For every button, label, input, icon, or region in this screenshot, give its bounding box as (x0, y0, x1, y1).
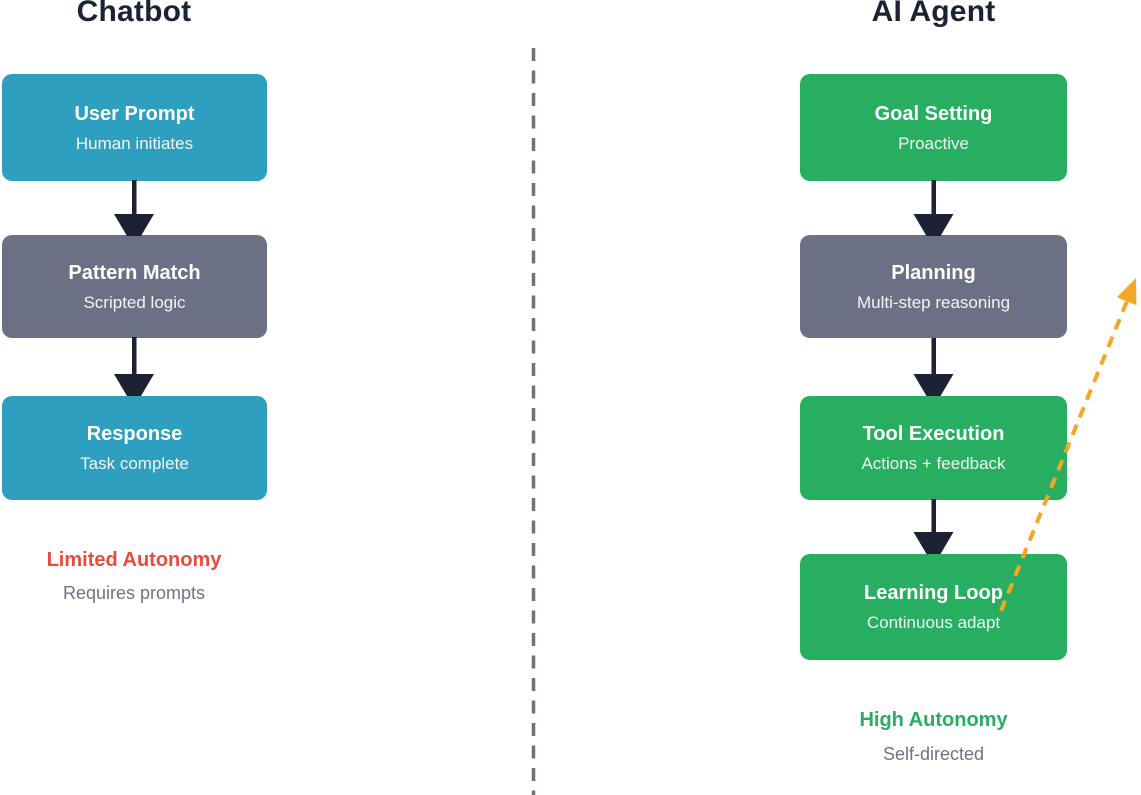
node-title: Pattern Match (68, 261, 201, 284)
node-title: Learning Loop (864, 582, 1003, 604)
requires-prompts-label: Requires prompts (62, 583, 206, 603)
arrow-down-icon (913, 338, 954, 396)
node-response: Response Task complete (2, 396, 267, 500)
node-subtitle: Scripted logic (83, 292, 186, 312)
node-title: Planning (891, 261, 976, 284)
node-learning-loop: Learning Loop Continuous adapt (800, 554, 1067, 660)
node-pattern-match: Pattern Match Scripted logic (2, 235, 267, 338)
node-title: Goal Setting (874, 102, 993, 125)
arrow-down-icon (114, 337, 154, 396)
limited-autonomy-label: Limited Autonomy (46, 549, 222, 571)
node-subtitle: Continuous adapt (866, 613, 1001, 632)
node-subtitle: Proactive (898, 133, 969, 153)
arrow-down-icon (913, 180, 954, 236)
node-title: Tool Execution (862, 423, 1005, 445)
node-subtitle: Multi-step reasoning (856, 292, 1011, 312)
self-directed-label: Self-directed (882, 744, 985, 764)
node-planning: Planning Multi-step reasoning (800, 235, 1067, 338)
arrow-down-icon (913, 499, 954, 554)
node-user-prompt: User Prompt Human initiates (2, 74, 267, 181)
high-autonomy-label: High Autonomy (859, 709, 1008, 731)
node-subtitle: Human initiates (75, 133, 194, 153)
chatbot-column-title: Chatbot (76, 0, 192, 28)
node-tool-execution: Tool Execution Actions + feedback (800, 396, 1067, 500)
node-title: User Prompt (74, 102, 195, 125)
ai-agent-column-title: AI Agent (871, 0, 996, 28)
node-title: Response (86, 423, 183, 445)
arrow-down-icon (114, 180, 154, 236)
node-subtitle: Actions + feedback (861, 454, 1006, 473)
node-goal-setting: Goal Setting Proactive (800, 74, 1067, 181)
node-subtitle: Task complete (80, 454, 189, 473)
